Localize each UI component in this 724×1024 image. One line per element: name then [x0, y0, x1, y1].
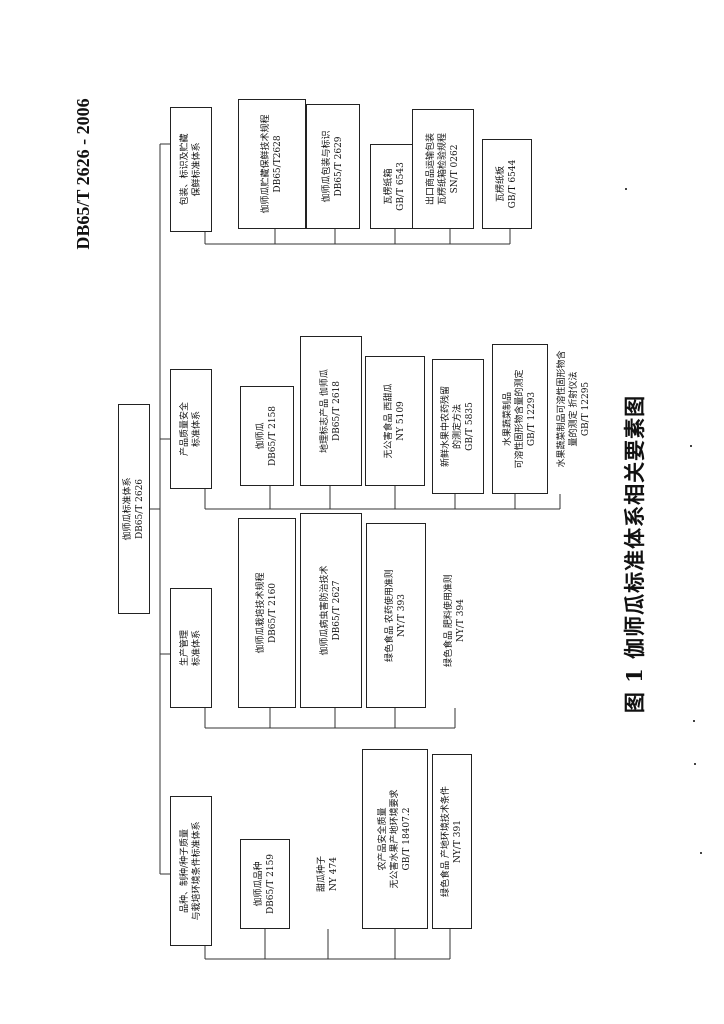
figure-caption: 图 1 伽师瓜标准体系相关要素图 [622, 394, 647, 714]
column-1-item-2: 甜瓜种子 NY 474 [317, 856, 339, 893]
column-4-item-4: 出口商品运输包装 瓦楞纸箱检验规程 SN/T 0262 [412, 109, 474, 229]
scan-speck [625, 188, 627, 190]
scan-speck [700, 852, 702, 854]
scan-speck [694, 763, 696, 765]
column-1-header: 品种、制种/种子质量 与栽培环境条件标准体系 [170, 796, 212, 946]
column-3-item-5: 水果蔬菜制品 可溶性固形物含量的测定 GB/T 12293 [492, 344, 548, 494]
column-2-item-2: 伽师瓜病虫害防治技术 DB65/T 2627 [300, 513, 362, 708]
scan-speck [690, 445, 692, 447]
column-3-item-1: 伽师瓜 DB65/T 2158 [240, 386, 294, 486]
column-4-header: 包装、标识及贮藏 保鲜标准体系 [170, 107, 212, 232]
column-2-item-3: 绿色食品 农药使用准则 NY/T 393 [366, 523, 426, 708]
root-node: 伽师瓜标准体系 DB65/T 2626 [118, 404, 150, 614]
column-1-item-4: 绿色食品 产地环境技术条件 NY/T 391 [432, 754, 472, 929]
column-4-item-5: 瓦楞纸板 GB/T 6544 [482, 139, 532, 229]
column-4-item-2: 伽师瓜包装与标识 DB65/T 2629 [306, 104, 360, 229]
column-2-item-1: 伽师瓜栽培技术规程 DB65/T 2160 [238, 518, 296, 708]
column-1-item-3: 农产品安全质量 无公害水果产地环境要求 GB/T 18407.2 [362, 749, 428, 929]
column-3-item-4: 新鲜水果中农药残留 的测定方法 GB/T 5835 [432, 359, 484, 494]
column-4-item-1: 伽师瓜贮藏保鲜技术规程 DB65/T2628 [238, 99, 306, 229]
column-2-item-4: 绿色食品 肥料使用准则 NY/T 394 [444, 574, 466, 667]
document-code: DB65/T 2626 - 2006 [73, 98, 93, 250]
column-2-header: 生产管理 标准体系 [170, 588, 212, 708]
scan-speck [693, 720, 695, 722]
root-code: DB65/T 2626 [135, 478, 145, 540]
root-label: 伽师瓜标准体系 [123, 477, 133, 541]
column-1-item-1: 伽师瓜品种 DB65/T 2159 [240, 839, 290, 929]
column-3-item-6: 水果蔬菜制品可溶性固形物含 量的测定 折射仪法 GB/T 12295 [557, 350, 591, 468]
column-3-item-2: 地理标志产品 伽师瓜 DB65/T 2618 [300, 336, 362, 486]
column-3-item-3: 无公害食品 西甜瓜 NY 5109 [365, 356, 425, 486]
column-3-header: 产品质量安全 标准体系 [170, 369, 212, 489]
